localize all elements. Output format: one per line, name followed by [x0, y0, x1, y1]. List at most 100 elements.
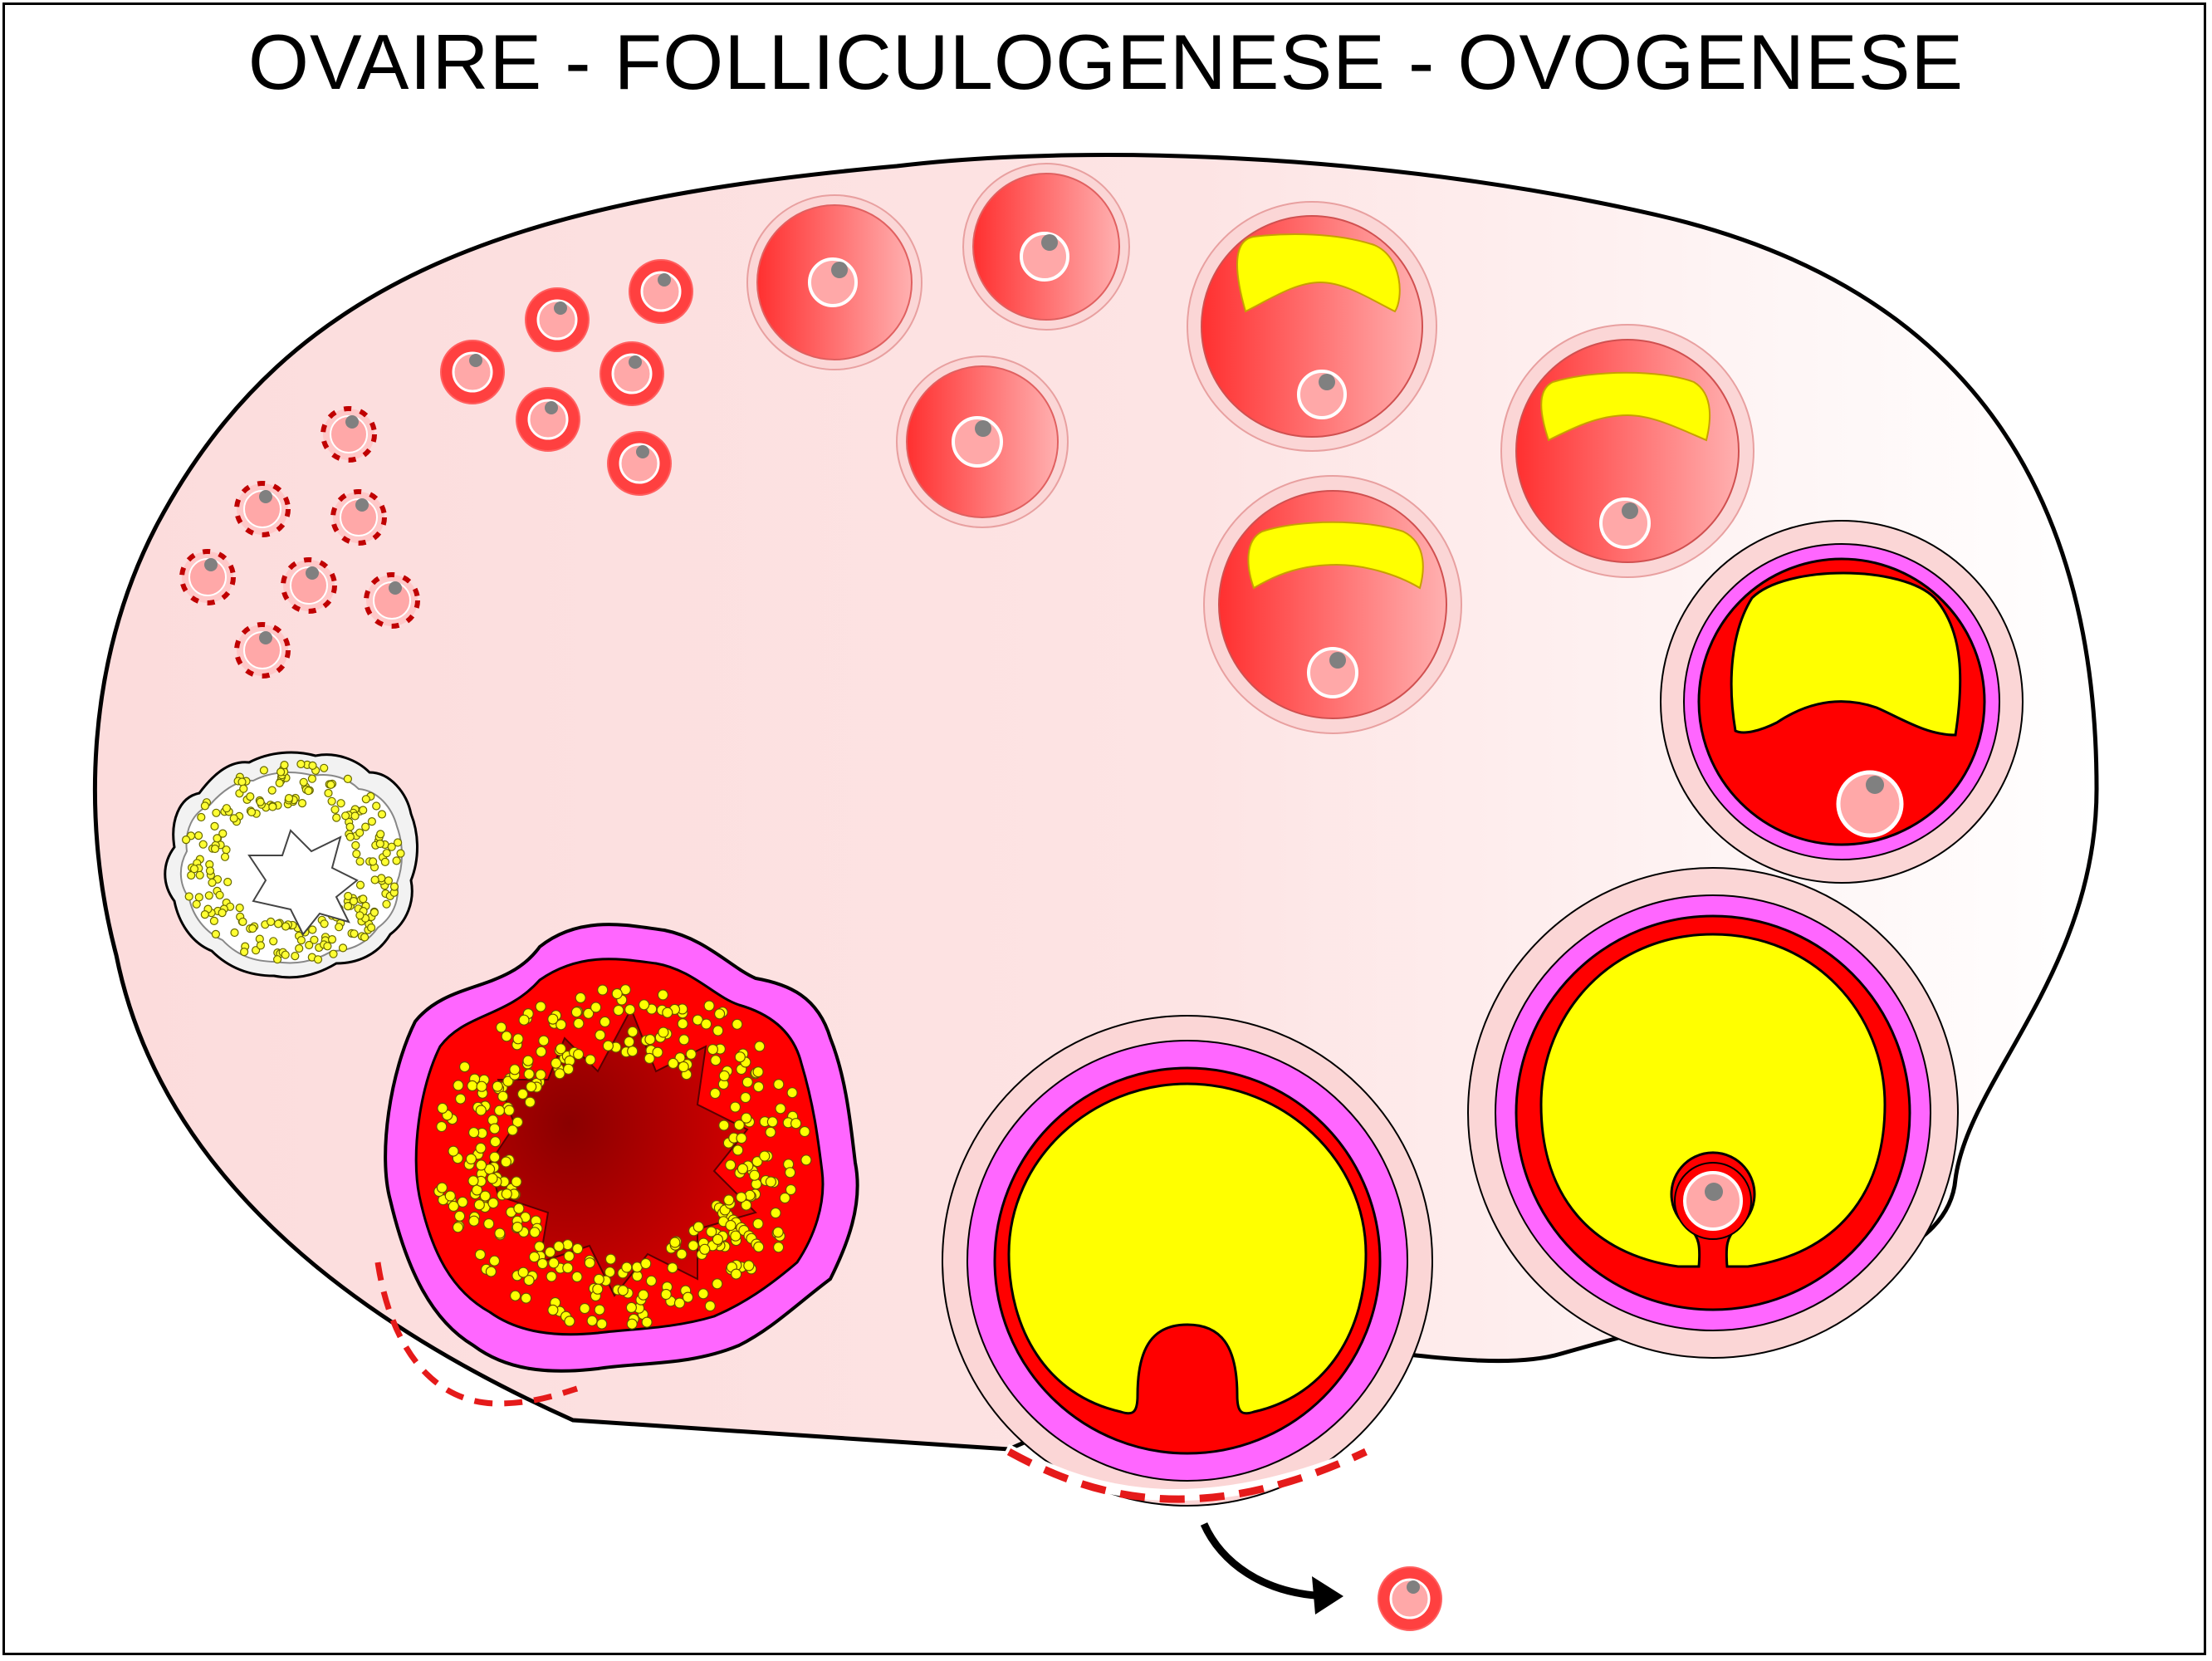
cell-dot — [779, 1192, 790, 1204]
cell-dot — [523, 1068, 535, 1080]
cell-dot — [344, 891, 353, 901]
cell-dot — [384, 876, 393, 885]
cell-dot — [733, 1119, 745, 1131]
cell-dot — [729, 1101, 741, 1113]
cell-dot — [380, 857, 389, 867]
cell-dot — [730, 1268, 742, 1280]
cell-dot — [352, 849, 361, 859]
cell-dot — [770, 1207, 781, 1219]
cell-dot — [329, 949, 338, 958]
cell-dot — [662, 1007, 673, 1018]
cell-dot — [204, 891, 213, 900]
cell-dot — [536, 1046, 547, 1057]
cell-dot — [522, 1055, 534, 1066]
cell-dot — [194, 830, 203, 840]
cell-dot — [562, 1063, 575, 1075]
cell-dot — [712, 1025, 724, 1036]
cell-dot — [370, 875, 379, 884]
cell-dot — [617, 1285, 629, 1296]
cell-dot — [579, 1302, 590, 1315]
cell-dot — [359, 806, 368, 815]
preovulatory-follicle — [1467, 867, 1959, 1359]
secondary-follicle — [962, 163, 1130, 331]
cell-dot — [182, 835, 191, 845]
cell-dot — [627, 1046, 639, 1057]
cell-dot — [511, 1221, 523, 1233]
cell-dot — [276, 767, 286, 777]
cell-dot — [367, 816, 376, 826]
cell-dot — [275, 778, 284, 788]
cell-dot — [326, 780, 335, 790]
cell-dot — [458, 1061, 471, 1073]
cell-dot — [349, 896, 359, 906]
cell-dot — [489, 1136, 502, 1148]
primordial-follicle — [281, 557, 337, 614]
cell-dot — [320, 919, 329, 928]
cell-dot — [436, 1182, 448, 1193]
cell-dot — [437, 1102, 448, 1115]
cell-dot — [192, 899, 201, 909]
cell-dot — [602, 1040, 614, 1051]
cell-dot — [573, 1017, 585, 1029]
cell-dot — [706, 1226, 717, 1237]
cell-dot — [595, 1029, 606, 1041]
cell-dot — [730, 1230, 741, 1242]
cell-dot — [467, 1175, 479, 1187]
cell-dot — [310, 935, 319, 944]
cell-dot — [355, 828, 365, 837]
cell-dot — [453, 1080, 464, 1091]
cell-dot — [304, 786, 313, 796]
cell-dot — [638, 999, 650, 1011]
cell-dot — [444, 1190, 456, 1202]
cell-dot — [273, 955, 282, 964]
cell-dot — [360, 933, 369, 942]
cell-dot — [599, 1016, 611, 1028]
cell-dot — [775, 1103, 786, 1115]
primordial-follicle — [234, 481, 291, 537]
cell-dot — [497, 1090, 509, 1102]
cell-dot — [624, 1036, 635, 1048]
secondary-follicle — [896, 355, 1069, 528]
cell-dot — [625, 1301, 638, 1314]
cell-dot — [229, 814, 238, 823]
cell-dot — [709, 1087, 721, 1100]
cell-dot — [570, 1007, 583, 1018]
cell-dot — [766, 1116, 779, 1128]
cell-dot — [215, 890, 224, 899]
cell-dot — [644, 1033, 656, 1046]
cell-dot — [736, 1191, 747, 1203]
cell-dot — [488, 1255, 501, 1267]
secondary-follicle — [746, 194, 922, 370]
cell-dot — [218, 829, 228, 838]
cell-dot — [734, 1051, 746, 1063]
cell-dot — [712, 1233, 724, 1246]
cell-dot — [772, 1242, 785, 1253]
cell-dot — [200, 909, 209, 919]
cell-dot — [754, 1041, 766, 1052]
cell-dot — [740, 1091, 751, 1104]
cell-dot — [509, 1064, 521, 1075]
cell-dot — [562, 1262, 574, 1274]
cell-dot — [585, 1054, 596, 1066]
ovulation-rupture-line — [1006, 1448, 1368, 1503]
cell-dot — [593, 1273, 604, 1286]
cell-dot — [707, 1043, 719, 1056]
cell-dot — [355, 880, 365, 889]
cell-dot — [550, 1057, 562, 1069]
cell-dot — [555, 1019, 567, 1031]
cell-dot — [291, 951, 300, 961]
cell-dot — [703, 1000, 715, 1012]
cell-dot — [198, 840, 208, 849]
cell-dot — [475, 1159, 487, 1171]
cell-dot — [299, 777, 308, 786]
cell-dot — [465, 1153, 477, 1165]
corpus-albicans-core — [247, 829, 359, 936]
cell-dot — [669, 1237, 681, 1248]
cell-dot — [765, 1176, 777, 1188]
cell-dot — [660, 1288, 672, 1301]
cell-dot — [475, 1142, 487, 1154]
cell-dot — [454, 1093, 467, 1105]
cell-dot — [392, 856, 401, 865]
cell-dot — [784, 1167, 796, 1178]
page-title: OVAIRE - FOLLICULOGENESE - OVOGENESE — [247, 18, 1965, 105]
